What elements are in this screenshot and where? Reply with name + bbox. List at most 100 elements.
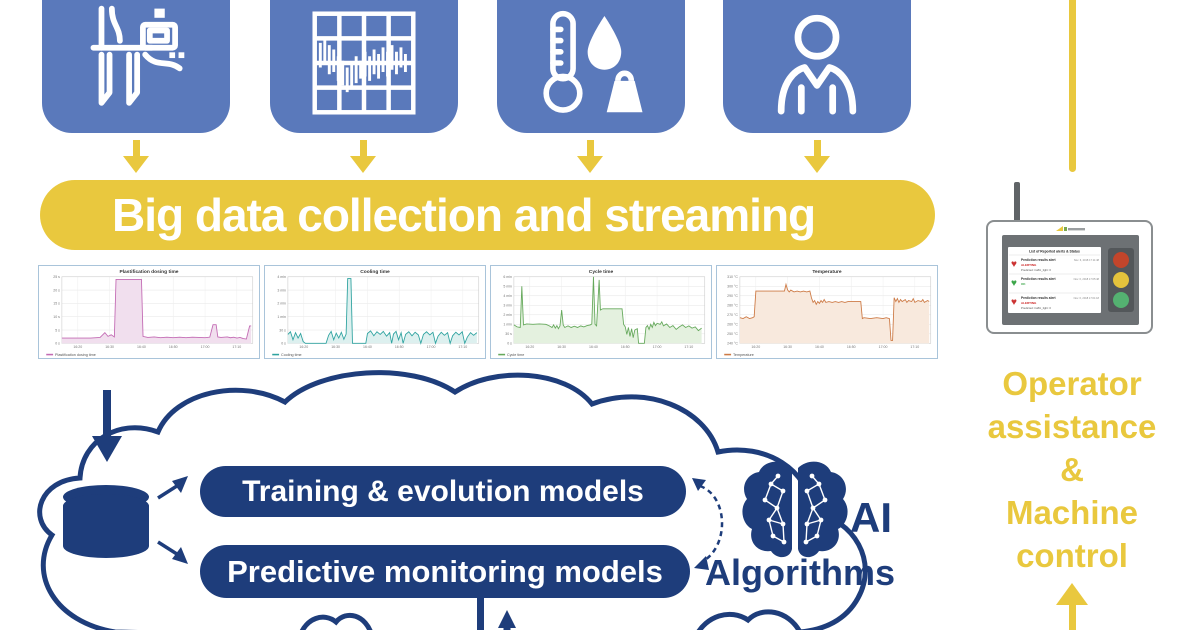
svg-text:16:20: 16:20 xyxy=(525,345,534,349)
svg-text:17:00: 17:00 xyxy=(653,345,662,349)
svg-text:6 min: 6 min xyxy=(503,275,512,279)
alert-row: ♥ Prediction results alert Nov. 6, 2018 … xyxy=(1011,258,1100,272)
svg-text:Plastification dosing time: Plastification dosing time xyxy=(119,269,178,275)
source-card-operator xyxy=(723,0,911,133)
alerts-panel: List of Reported alerts & Status ♥ Predi… xyxy=(1008,247,1101,313)
up-arrow-icon xyxy=(1056,583,1088,605)
svg-text:16:30: 16:30 xyxy=(105,345,114,349)
svg-text:30 s: 30 s xyxy=(279,328,286,332)
operator-caption: Operator assistance & Machine control xyxy=(977,362,1167,577)
svg-text:17:00: 17:00 xyxy=(879,345,888,349)
svg-text:1 min: 1 min xyxy=(277,315,286,319)
svg-text:16:40: 16:40 xyxy=(589,345,598,349)
caption-line: control xyxy=(1016,537,1128,574)
source-card-process-data xyxy=(270,0,458,133)
predictive-models-pill: Predictive monitoring models xyxy=(200,545,690,598)
svg-text:0 s: 0 s xyxy=(55,342,60,346)
hmi-screen-bezel: List of Reported alerts & Status ♥ Predi… xyxy=(1002,235,1139,325)
svg-text:17:10: 17:10 xyxy=(910,345,919,349)
svg-text:Cooling time: Cooling time xyxy=(360,269,390,275)
svg-text:Cycle time: Cycle time xyxy=(589,269,614,275)
svg-text:300 °C: 300 °C xyxy=(727,285,738,289)
svg-text:270 °C: 270 °C xyxy=(727,313,738,317)
svg-text:310 °C: 310 °C xyxy=(727,275,738,279)
algorithms-label: Algorithms xyxy=(704,552,895,593)
svg-text:2 min: 2 min xyxy=(277,302,286,306)
svg-text:16:50: 16:50 xyxy=(621,345,630,349)
svg-text:16:50: 16:50 xyxy=(395,345,404,349)
hmi-device: List of Reported alerts & Status ♥ Predi… xyxy=(986,220,1153,334)
up-arrow-shaft xyxy=(1068,603,1076,630)
yellow-lamp xyxy=(1113,272,1129,288)
heart-icon: ♥ xyxy=(1011,297,1017,308)
flow-line-to-hmi xyxy=(1069,0,1076,172)
svg-text:250 °C: 250 °C xyxy=(727,332,738,336)
svg-text:5 s: 5 s xyxy=(55,328,60,332)
svg-text:16:30: 16:30 xyxy=(331,345,340,349)
svg-text:280 °C: 280 °C xyxy=(727,304,738,308)
svg-text:260 °C: 260 °C xyxy=(727,323,738,327)
caption-line: Operator xyxy=(1002,365,1142,402)
svg-text:20 s: 20 s xyxy=(53,288,60,292)
alerts-panel-title: List of Reported alerts & Status xyxy=(1029,250,1080,254)
svg-text:1 min: 1 min xyxy=(503,323,512,327)
ai-brain-icon xyxy=(742,461,848,558)
process-curve-icon xyxy=(312,11,416,115)
down-arrow-icon xyxy=(350,140,376,173)
svg-text:3 min: 3 min xyxy=(503,304,512,308)
training-models-pill: Training & evolution models xyxy=(200,466,686,517)
svg-text:17:10: 17:10 xyxy=(684,345,693,349)
alert-timestamp: Nov. 6, 2018 17:11:48 xyxy=(1074,258,1100,262)
heart-icon: ♥ xyxy=(1011,259,1017,270)
temperature-humidity-weight-icon xyxy=(543,10,643,113)
red-lamp xyxy=(1113,252,1129,268)
hmi-antenna xyxy=(1014,182,1020,224)
svg-text:240 °C: 240 °C xyxy=(727,342,738,346)
green-lamp xyxy=(1113,292,1129,308)
svg-text:25 s: 25 s xyxy=(53,275,60,279)
svg-text:Temperature: Temperature xyxy=(733,353,754,357)
db-to-models-arrows xyxy=(157,476,188,564)
alert-row: ♥ Prediction results alert Nov. 6, 2018 … xyxy=(1011,277,1100,289)
svg-text:17:00: 17:00 xyxy=(427,345,436,349)
svg-text:Plastification dosing time: Plastification dosing time xyxy=(55,353,96,357)
svg-text:16:20: 16:20 xyxy=(751,345,760,349)
svg-text:16:40: 16:40 xyxy=(363,345,372,349)
svg-text:Cooling time: Cooling time xyxy=(281,353,302,357)
svg-text:17:00: 17:00 xyxy=(201,345,210,349)
svg-text:15 s: 15 s xyxy=(53,302,60,306)
svg-text:16:50: 16:50 xyxy=(847,345,856,349)
model-feedback-dashed-arrow xyxy=(692,478,724,570)
alert-row: ♥ Prediction results alert Nov. 6, 2018 … xyxy=(1011,296,1100,310)
operator-icon xyxy=(777,14,857,115)
source-card-measurement xyxy=(42,0,230,133)
svg-text:2 min: 2 min xyxy=(503,313,512,317)
database-icon xyxy=(63,485,149,558)
predictive-models-label: Predictive monitoring models xyxy=(227,553,663,589)
svg-text:17:10: 17:10 xyxy=(232,345,241,349)
svg-text:Cycle time: Cycle time xyxy=(507,353,524,357)
svg-text:30 s: 30 s xyxy=(505,332,512,336)
alert-status: OK xyxy=(1021,282,1026,286)
heart-icon: ♥ xyxy=(1011,278,1017,289)
svg-text:10 s: 10 s xyxy=(53,315,60,319)
alert-timestamp: Nov. 6, 2018 17:05:48 xyxy=(1074,277,1100,281)
data-ingest-arrow xyxy=(92,390,122,462)
device-logo xyxy=(1056,226,1085,231)
svg-text:3 min: 3 min xyxy=(277,288,286,292)
svg-text:5 min: 5 min xyxy=(503,285,512,289)
training-models-label: Training & evolution models xyxy=(242,474,644,508)
down-arrow-icon xyxy=(123,140,149,173)
svg-text:Temperature: Temperature xyxy=(812,269,841,275)
svg-text:16:20: 16:20 xyxy=(299,345,308,349)
svg-text:16:30: 16:30 xyxy=(557,345,566,349)
alert-title: Prediction results alert xyxy=(1021,277,1056,281)
svg-text:16:40: 16:40 xyxy=(815,345,824,349)
svg-text:16:50: 16:50 xyxy=(169,345,178,349)
alert-title: Prediction results alert xyxy=(1021,258,1056,262)
